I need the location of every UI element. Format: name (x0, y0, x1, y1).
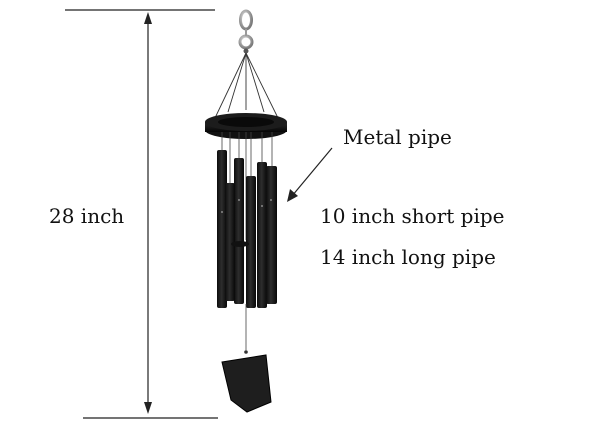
metal-pipe-pointer-arrow (287, 147, 333, 202)
pipe (217, 150, 227, 308)
pipe (234, 158, 244, 304)
total-height-label: 28 inch (49, 204, 125, 228)
short-pipe-label: 10 inch short pipe (320, 204, 505, 228)
hook-icon (238, 9, 254, 54)
pipe (246, 176, 256, 308)
pipe (266, 166, 277, 304)
material-label: Metal pipe (343, 125, 452, 149)
top-ring (205, 113, 287, 139)
wind-chime-icon (205, 9, 287, 413)
suspension-strings (214, 52, 279, 119)
pipe (225, 183, 235, 301)
metal-pipes (217, 150, 277, 308)
height-dimension-arrow (144, 12, 152, 414)
long-pipe-label: 14 inch long pipe (320, 245, 496, 269)
wind-sail-icon (221, 354, 272, 413)
pipe (257, 162, 267, 308)
striker-disk (231, 241, 249, 247)
